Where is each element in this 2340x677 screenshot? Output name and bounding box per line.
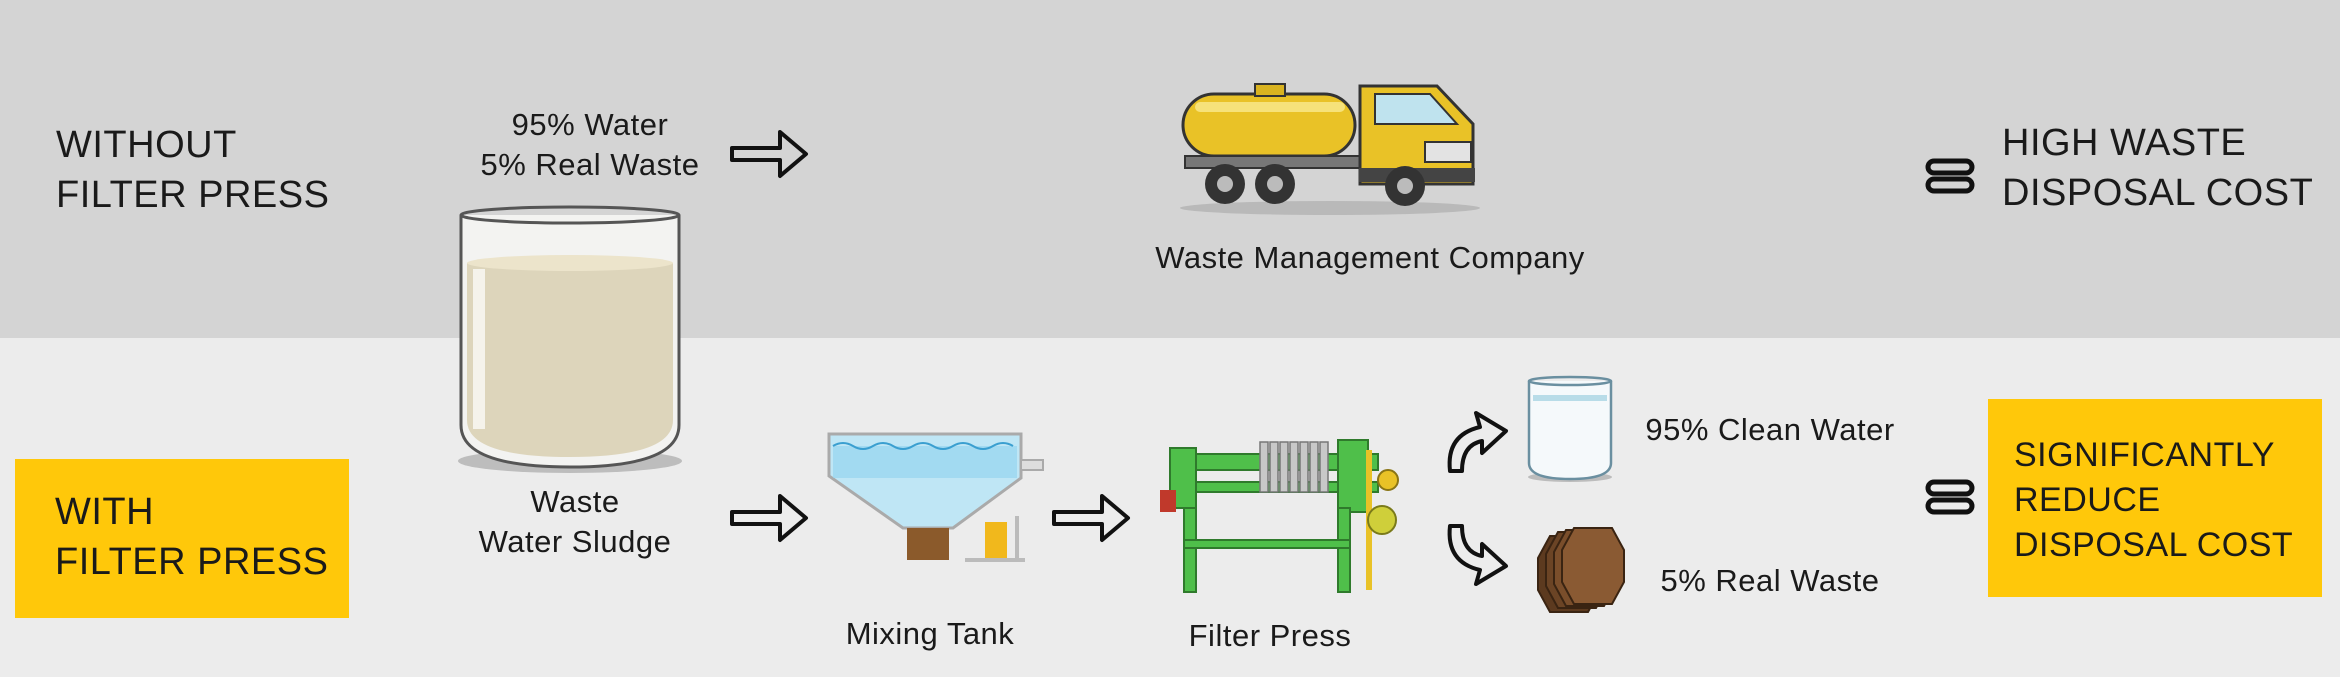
- high-cost-result: HIGH WASTE DISPOSAL COST: [2002, 122, 2314, 214]
- filter-cake-icon: [1537, 527, 1625, 613]
- equals-icon: [1925, 479, 1975, 515]
- without-heading: WITHOUT FILTER PRESS: [56, 124, 330, 216]
- with-heading-box: WITH FILTER PRESS: [15, 459, 349, 618]
- waste-company-label: Waste Management Company: [1155, 240, 1585, 275]
- mixing-tank-label: Mixing Tank: [845, 616, 1015, 651]
- with-heading: WITH FILTER PRESS: [55, 491, 329, 583]
- reduce-cost-box: SIGNIFICANTLY REDUCE DISPOSAL COST: [1988, 399, 2322, 597]
- composition-label: 95% Water 5% Real Waste: [480, 107, 700, 182]
- sludge-label: Waste Water Sludge: [478, 484, 672, 559]
- arrow-right-icon: [730, 130, 808, 178]
- curved-arrow-up-icon: [1447, 411, 1508, 473]
- arrow-right-icon: [1052, 494, 1130, 542]
- without-section: [0, 0, 2340, 338]
- real-waste-label: 5% Real Waste: [1660, 563, 1880, 598]
- mixing-tank-icon: [827, 432, 1044, 562]
- clean-water-glass-icon: [1527, 375, 1613, 482]
- reduce-cost-result: SIGNIFICANTLY REDUCE DISPOSAL COST: [2014, 436, 2294, 564]
- arrow-right-icon: [730, 494, 808, 542]
- sludge-container-icon: [458, 205, 682, 473]
- curved-arrow-down-icon: [1447, 524, 1508, 586]
- filter-press-icon: [1160, 439, 1399, 593]
- filter-press-label: Filter Press: [1188, 618, 1352, 653]
- tanker-truck-icon: [1180, 83, 1480, 215]
- clean-water-label: 95% Clean Water: [1645, 412, 1895, 447]
- equals-icon: [1925, 158, 1975, 194]
